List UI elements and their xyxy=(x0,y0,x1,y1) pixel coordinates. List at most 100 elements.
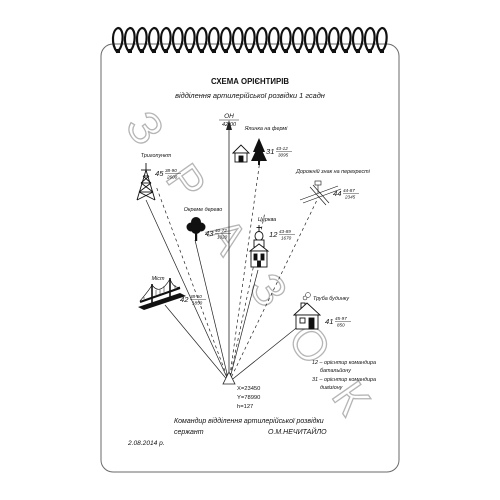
landmark-church-name: Церква xyxy=(258,217,276,223)
binding-hole xyxy=(176,49,180,53)
main-direction-label: ОН xyxy=(224,113,234,120)
binding-ring xyxy=(111,26,124,54)
landmark-bridge-distance: 1850 xyxy=(192,301,203,306)
landmark-farm: Ялинка на фермі 31 43-12 3095 xyxy=(231,126,292,165)
binding-hole xyxy=(164,49,168,53)
legend-line-3: 31 – орієнтир командира xyxy=(312,377,376,383)
ray-chimney xyxy=(228,324,301,383)
tree-icon xyxy=(186,217,206,241)
ray-church xyxy=(228,269,259,383)
legend: 12 – орієнтир командира батальйону 31 – … xyxy=(312,360,376,391)
card-background xyxy=(100,43,400,473)
binding-ring xyxy=(375,26,388,54)
binding-hole xyxy=(272,49,276,53)
binding-ring xyxy=(363,26,376,54)
landmark-bridge-angle: 38-50 xyxy=(190,294,202,299)
landmark-sign-distance: 2345 xyxy=(344,195,356,200)
binding-hole xyxy=(188,49,192,53)
binding-hole xyxy=(212,49,216,53)
origin-triangle xyxy=(222,371,236,385)
landmark-bridge-name: Міст xyxy=(152,276,165,282)
binding-hole xyxy=(116,49,120,53)
landmark-chimney-number: 41 xyxy=(325,317,333,326)
landmark-tree: Окреме дерево 43 40-72 1020 xyxy=(184,207,231,241)
arrow-head xyxy=(226,120,232,130)
binding-hole xyxy=(200,49,204,53)
binding-ring xyxy=(123,26,136,54)
landmark-sign-angle: 44-87 xyxy=(343,188,355,193)
binding-ring xyxy=(159,26,172,54)
binding-hole xyxy=(368,49,372,53)
landmark-farm-angle: 43-12 xyxy=(276,146,288,151)
signature-position: Командир відділення артилерійської розві… xyxy=(174,417,324,425)
binding-hole xyxy=(296,49,300,53)
origin-x: Х=23450 xyxy=(237,386,260,392)
binding-hole xyxy=(332,49,336,53)
main-direction-value: 42-00 xyxy=(222,122,237,128)
landmark-sign-name: Дорожній знак на перехресті xyxy=(295,168,371,175)
landmark-farm-number: 31 xyxy=(266,147,274,156)
origin-y: Y=78990 xyxy=(237,395,260,401)
legend-line-1: 12 – орієнтир командира xyxy=(312,360,376,366)
binding-hole xyxy=(224,49,228,53)
signature-name: О.М.НЕЧИТАЙЛО xyxy=(268,427,327,436)
landmark-farm-name: Ялинка на фермі xyxy=(244,126,288,132)
page-subtitle: відділення артилерійської розвідки 1 гса… xyxy=(175,91,325,100)
binding-hole xyxy=(356,49,360,53)
page-title: СХЕМА ОРІЄНТИРІВ xyxy=(211,77,289,86)
binding-ring xyxy=(291,26,304,54)
landmark-trig: Тригопункт 45 38-90 2600 xyxy=(136,153,181,201)
binding-hole xyxy=(284,49,288,53)
landmark-trig-angle: 38-90 xyxy=(165,168,177,173)
binding-hole xyxy=(152,49,156,53)
landmark-trig-name: Тригопункт xyxy=(141,153,172,159)
binding-ring xyxy=(231,26,244,54)
signature-rank: сержант xyxy=(174,429,204,436)
house-icon xyxy=(231,144,251,163)
binding-hole xyxy=(320,49,324,53)
binding-hole xyxy=(128,49,132,53)
landmark-tree-distance: 1020 xyxy=(217,235,228,240)
landmark-tree-name: Окреме дерево xyxy=(184,207,223,213)
binding-ring xyxy=(147,26,160,54)
binding-ring xyxy=(303,26,316,54)
binding-hole xyxy=(308,49,312,53)
binding-ring xyxy=(135,26,148,54)
binding-ring xyxy=(267,26,280,54)
binding-hole xyxy=(380,49,384,53)
landmark-farm-distance: 3095 xyxy=(278,153,289,158)
landmark-sign: Дорожній знак на перехресті 44 44-87 234… xyxy=(295,168,371,206)
landmark-church: Церква 12 43-89 1670 xyxy=(248,217,295,268)
binding-ring xyxy=(279,26,292,54)
binding-hole xyxy=(236,49,240,53)
binding-ring xyxy=(255,26,268,54)
landmark-chimney-name: Труба будинку xyxy=(313,296,349,302)
binding-ring xyxy=(315,26,328,54)
binding-hole xyxy=(260,49,264,53)
landmark-chimney: Труба будинку 41 45-97 850 xyxy=(292,292,351,330)
landmark-trig-number: 45 xyxy=(155,169,164,178)
landmark-bridge-number: 42 xyxy=(180,295,189,304)
binding-ring xyxy=(351,26,364,54)
fir-tree-icon xyxy=(251,138,267,165)
landmark-tree-angle: 40-72 xyxy=(215,228,227,233)
landmark-tree-number: 43 xyxy=(205,229,214,238)
ray-farm-dashed xyxy=(228,159,261,383)
landmark-chimney-distance: 850 xyxy=(337,323,345,328)
binding-ring xyxy=(243,26,256,54)
landmark-church-number: 12 xyxy=(269,230,278,239)
binding-ring xyxy=(207,26,220,54)
binding-ring xyxy=(339,26,352,54)
church-icon xyxy=(248,225,270,268)
binding-ring xyxy=(183,26,196,54)
legend-line-2: батальйону xyxy=(320,367,351,374)
binding-ring xyxy=(171,26,184,54)
landmark-sign-number: 44 xyxy=(333,189,341,198)
origin-h: h=127 xyxy=(237,404,253,410)
binding-ring xyxy=(195,26,208,54)
document-date: 2.08.2014 р. xyxy=(127,440,165,447)
bridge-icon xyxy=(138,278,186,310)
landmark-church-distance: 1670 xyxy=(281,236,292,241)
chimney-house-icon xyxy=(292,292,322,330)
